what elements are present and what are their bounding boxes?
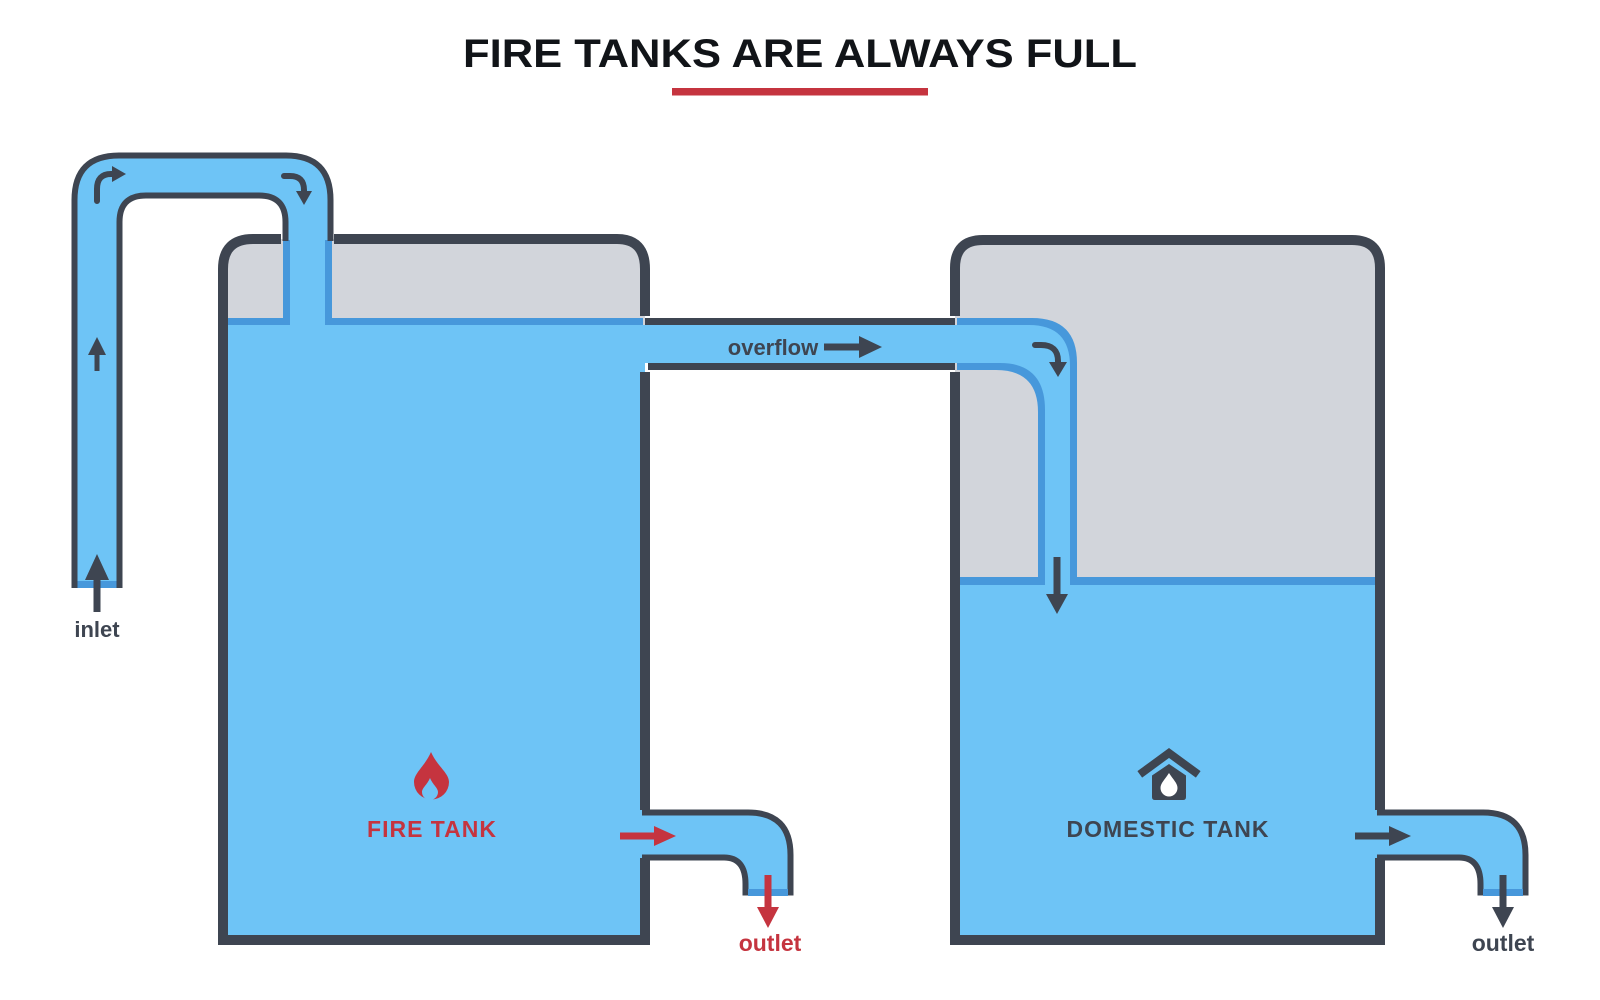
arrow-head	[1389, 826, 1411, 846]
inlet-pipe-intank-fill	[290, 240, 325, 331]
domestic-tank-water	[955, 585, 1380, 940]
flow-arrows	[85, 166, 1514, 928]
domestic-outlet-down-arrow	[1492, 875, 1514, 928]
fire-tank-border-top-right	[334, 234, 650, 316]
arrow-head	[88, 337, 106, 355]
flame-icon	[414, 752, 449, 800]
fire-tank-body	[223, 239, 645, 940]
overflow-pipe-fill	[640, 325, 970, 363]
fire-tank-water	[223, 325, 645, 940]
arrow-head	[296, 191, 312, 205]
inlet-up-arrow	[85, 554, 109, 612]
fire-outlet-pipe	[640, 809, 794, 896]
arrow-head	[757, 907, 779, 928]
fire-outlet-inner-wall	[642, 854, 749, 896]
title-underline	[672, 88, 928, 96]
flame-shape	[414, 752, 449, 800]
overflow-turn-down-arrow	[1032, 342, 1067, 377]
fire-outlet-arrows	[620, 826, 779, 928]
fire-outlet-outer-wall	[642, 809, 794, 896]
arrow-head	[859, 336, 882, 358]
fire-tank-waterline	[225, 318, 643, 325]
tank-borders	[218, 234, 1385, 945]
page-title: FIRE TANKS ARE ALWAYS FULL	[463, 32, 1137, 76]
arrow-head	[85, 554, 109, 580]
inlet-pipe-up-arrow	[88, 337, 106, 371]
domestic-tank-border-left-bottom	[950, 372, 1385, 945]
inlet-turn-right-arrow	[94, 166, 126, 204]
overflow-label: overflow	[728, 335, 819, 360]
fire-tank-label: FIRE TANK	[367, 816, 497, 842]
domestic-outlet-inner-wall	[1377, 854, 1484, 896]
inlet-label: inlet	[74, 617, 120, 642]
overflow-drop-arrow	[1046, 557, 1068, 614]
domestic-outlet-outer-wall	[1377, 809, 1529, 896]
inlet-pipe-inner-wall	[116, 192, 289, 588]
arrow-head	[1046, 594, 1068, 614]
inlet-turn-down-arrow	[281, 173, 312, 205]
fire-outlet-label: outlet	[739, 930, 802, 956]
arrow-head	[112, 166, 126, 182]
overflow-right-arrow	[824, 336, 882, 358]
domestic-outlet-right-arrow	[1355, 826, 1411, 846]
house-roof	[1137, 748, 1201, 778]
domestic-tank-border-top-right	[950, 235, 1385, 810]
fire-outlet-right-arrow	[620, 826, 676, 846]
arrow-shaft	[1032, 342, 1061, 365]
arrow-head	[1049, 362, 1067, 377]
arrow-shaft	[94, 171, 115, 204]
fire-outlet-down-arrow	[757, 875, 779, 928]
arrow-head	[654, 826, 676, 846]
domestic-tank-waterline	[957, 577, 1378, 585]
house-drop	[1160, 773, 1178, 797]
fire-tank-border-left-bottom	[218, 234, 650, 945]
inlet-pipe-outer-wall	[71, 152, 334, 588]
domestic-tank-label: DOMESTIC TANK	[1067, 816, 1270, 842]
arrow-shaft	[281, 173, 307, 194]
domestic-outlet-label: outlet	[1472, 930, 1535, 956]
arrow-head	[1492, 907, 1514, 928]
house-water-icon	[1137, 748, 1201, 800]
flame-inner-notch	[422, 778, 438, 800]
